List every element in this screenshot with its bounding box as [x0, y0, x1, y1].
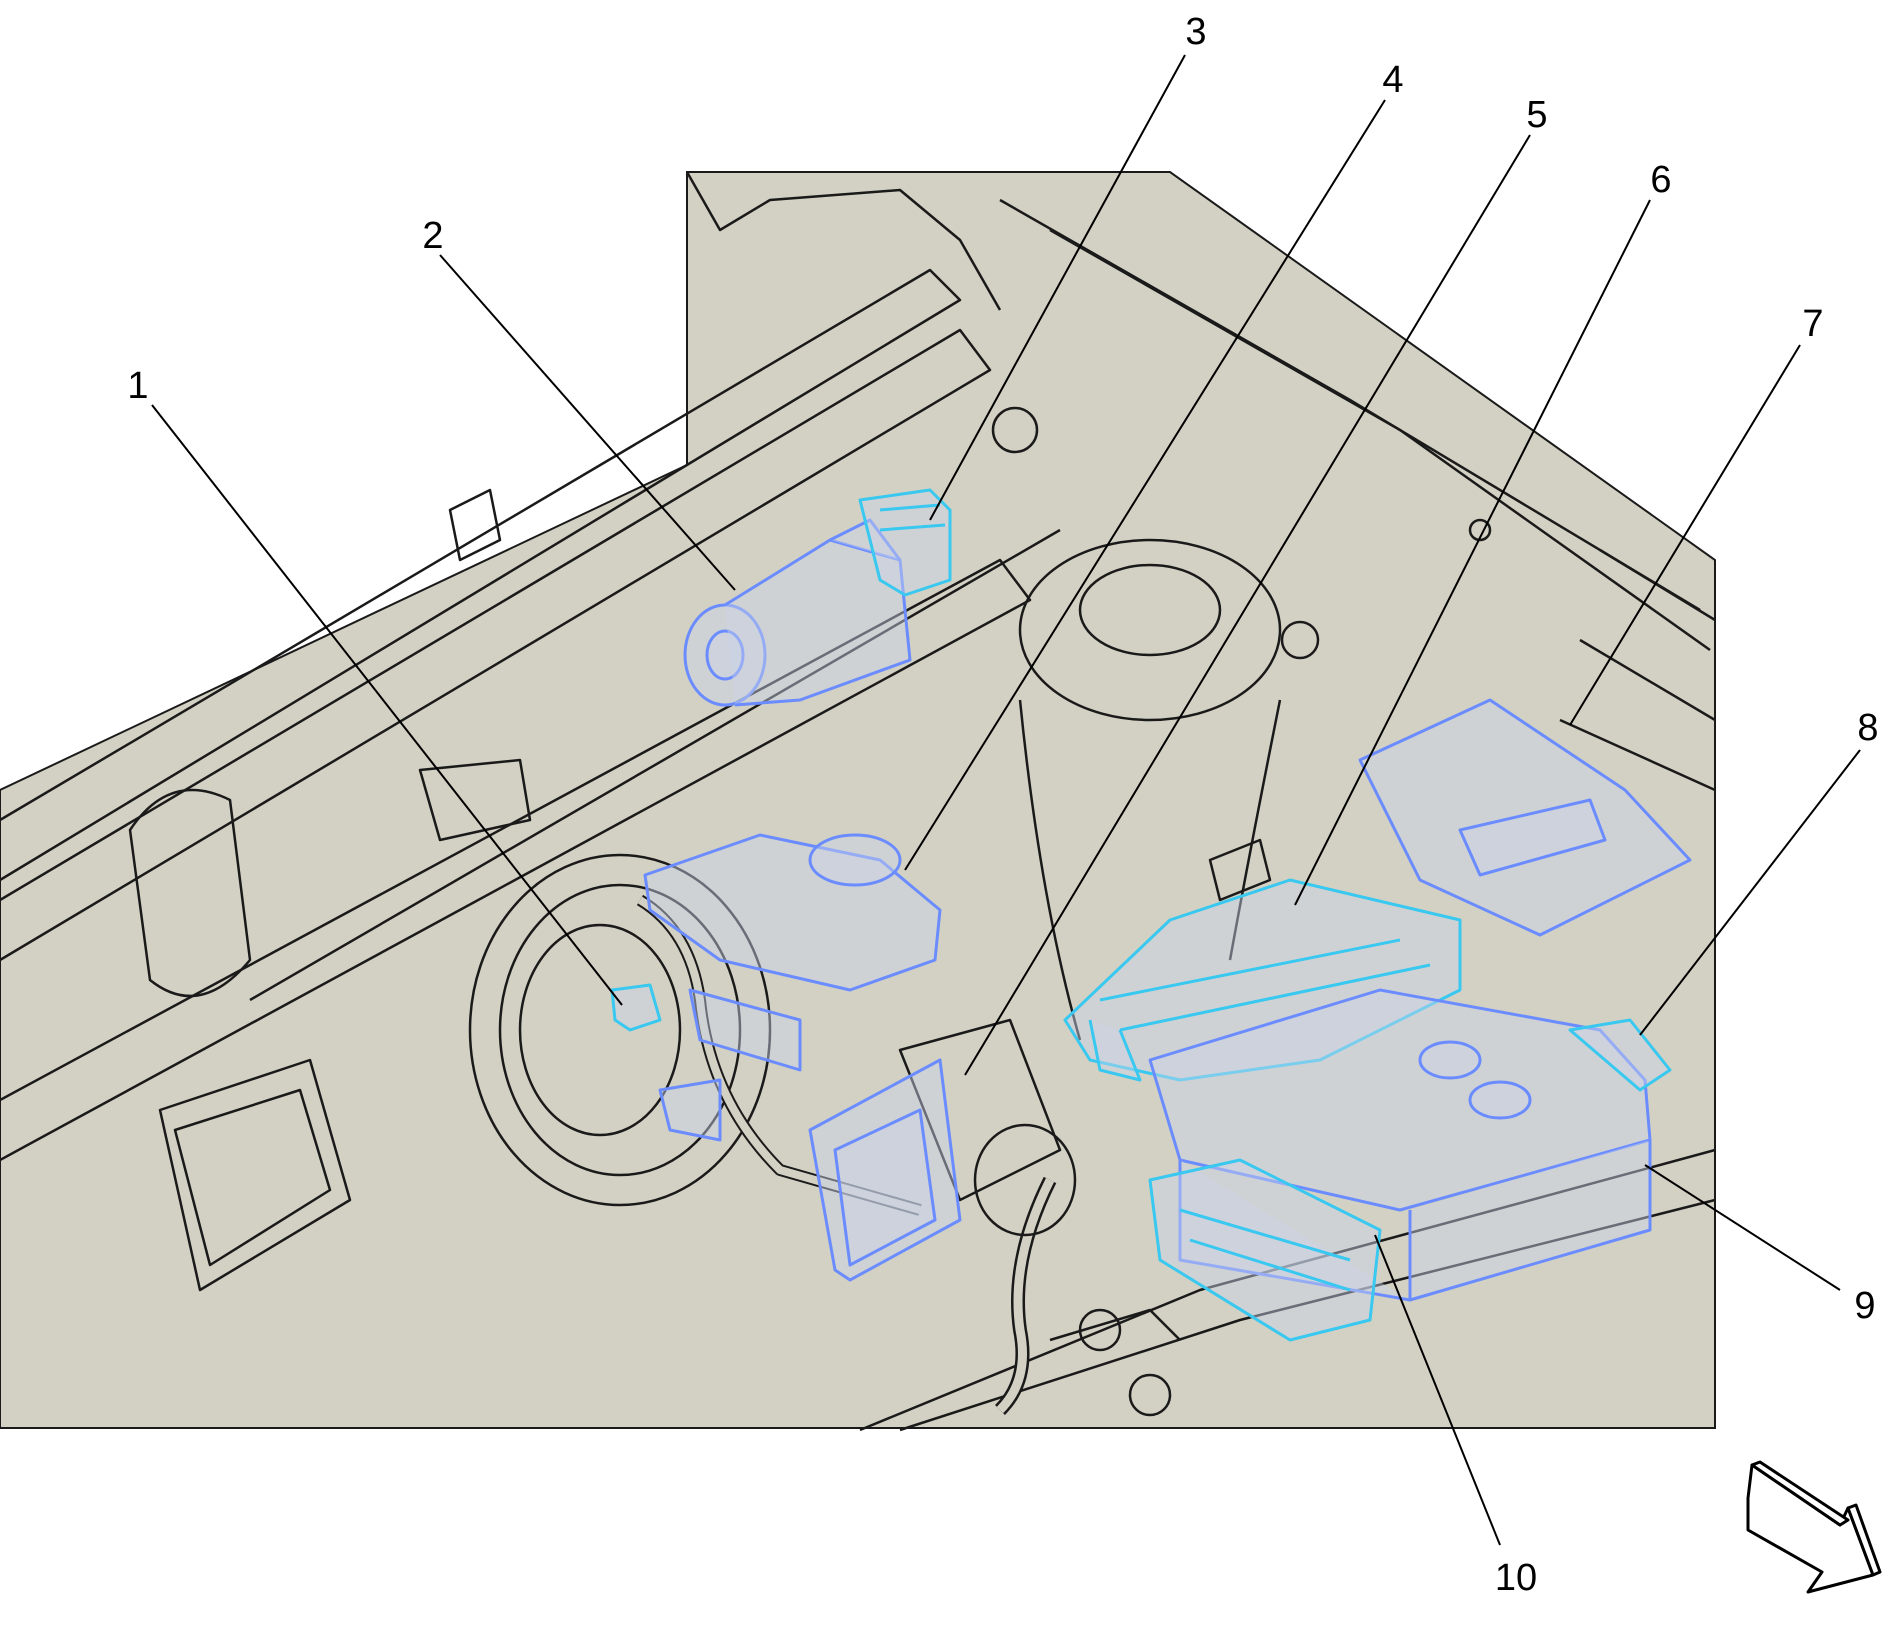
callout-9: 9 — [1854, 1285, 1875, 1327]
component-10-battery-current-sensor — [1148, 1158, 1382, 1342]
illustration-panel — [0, 171, 1716, 1429]
leader-line-1 — [151, 404, 623, 1006]
leader-line-8 — [1639, 749, 1861, 1036]
forward-arrow-icon — [1746, 1460, 1882, 1594]
component-2-wiper-motor — [683, 518, 912, 707]
highlighted-components — [610, 488, 1692, 1342]
leader-line-9 — [1644, 1164, 1841, 1291]
component-1-vacuum-sensor — [610, 983, 662, 1032]
callout-6: 6 — [1650, 159, 1671, 201]
callout-4: 4 — [1382, 59, 1403, 101]
leader-line-6 — [1294, 199, 1651, 906]
component-8-9-battery — [1148, 988, 1672, 1302]
leader-line-10 — [1374, 1234, 1501, 1546]
leader-line-5 — [964, 134, 1531, 1076]
callout-1: 1 — [127, 365, 148, 407]
component-4-brake-fluid-reservoir — [643, 833, 942, 1142]
callout-8: 8 — [1857, 707, 1878, 749]
callout-7: 7 — [1802, 303, 1823, 345]
component-3-connector — [858, 488, 952, 597]
leader-lines — [151, 54, 1861, 1546]
callout-labels: 1 2 3 4 5 6 7 8 9 10 — [127, 11, 1878, 1599]
component-6-fuse-block — [1063, 878, 1462, 1082]
leader-line-3 — [929, 54, 1186, 521]
leader-line-2 — [439, 254, 736, 591]
callout-3: 3 — [1185, 11, 1206, 53]
component-5-ebcm — [808, 1058, 962, 1282]
leader-line-4 — [904, 99, 1386, 871]
component-7-fuse-block-cover — [1358, 698, 1692, 937]
vehicle-structure-lineart — [0, 171, 1716, 1432]
callout-2: 2 — [422, 215, 443, 257]
leader-line-7 — [1569, 344, 1801, 726]
callout-5: 5 — [1526, 94, 1547, 136]
callout-10: 10 — [1495, 1557, 1537, 1599]
